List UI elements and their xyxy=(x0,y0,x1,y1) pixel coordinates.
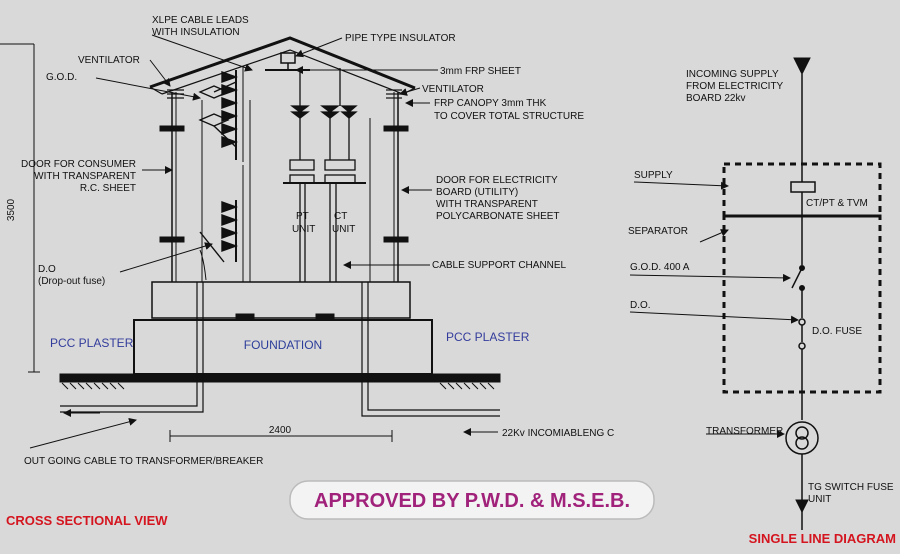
door-consumer-label: DOOR FOR CONSUMER xyxy=(21,159,136,170)
xlpe-label-2: WITH INSULATION xyxy=(152,27,240,38)
ct-pt-box xyxy=(790,181,816,193)
ct-unit-label: CT xyxy=(334,211,347,222)
pipe-insulator xyxy=(280,52,296,64)
height-dimension: 3500 xyxy=(6,198,17,221)
xlpe-label: XLPE CABLE LEADS xyxy=(152,15,249,26)
pt-unit-label-2: UNIT xyxy=(292,224,315,235)
ct-pt-tvm-label: CT/PT & TVM xyxy=(806,198,868,209)
sld-leaders xyxy=(629,181,799,438)
do-fuse-sld-label: D.O. FUSE xyxy=(812,326,862,337)
frp-canopy-label: FRP CANOPY 3mm THK xyxy=(434,98,547,109)
tg-switch-label: TG SWITCH FUSE xyxy=(808,482,894,493)
incoming-arrow xyxy=(793,57,811,76)
door-eb-label-4: POLYCARBONATE SHEET xyxy=(436,211,560,222)
incoming-supply-label-2: FROM ELECTRICITY xyxy=(686,81,784,92)
outgoing-arrow xyxy=(795,499,809,514)
do-label: D.O xyxy=(38,264,56,275)
cross-section-title: CROSS SECTIONAL VIEW xyxy=(6,513,168,528)
pt-ct-insulators xyxy=(283,68,366,282)
ground-hatching xyxy=(61,382,495,390)
outgoing-cable-label: OUT GOING CABLE TO TRANSFORMER/BREAKER xyxy=(24,456,263,467)
transformer-label: TRANSFORMER xyxy=(706,426,783,437)
tg-switch-label-2: UNIT xyxy=(808,494,831,505)
do-label-2: (Drop-out fuse) xyxy=(38,276,105,287)
ventilator-right-label: VENTILATOR xyxy=(422,84,484,95)
pipe-insulator-label: PIPE TYPE INSULATOR xyxy=(345,33,456,44)
kiosk-structure xyxy=(0,36,501,442)
single-line-diagram xyxy=(722,57,882,530)
incoming-supply-label: INCOMING SUPPLY xyxy=(686,69,779,80)
approved-badge xyxy=(289,480,655,520)
leader-lines xyxy=(29,34,498,449)
ct-unit-label-2: UNIT xyxy=(332,224,355,235)
do-sld-label: D.O. xyxy=(630,300,651,311)
incoming-cable-label: 22Kv INCOMIABLENG C xyxy=(502,428,614,439)
frp-sheet-label: 3mm FRP SHEET xyxy=(440,66,521,77)
god-400-label: G.O.D. 400 A xyxy=(630,262,690,273)
door-consumer-label-2: WITH TRANSPARENT xyxy=(34,171,136,182)
frp-canopy-label-2: TO COVER TOTAL STRUCTURE xyxy=(434,111,584,122)
approved-text: APPROVED BY P.W.D. & M.S.E.B. xyxy=(314,490,630,512)
cable-channel-label: CABLE SUPPORT CHANNEL xyxy=(432,260,567,271)
width-dimension: 2400 xyxy=(269,425,292,436)
god-label: G.O.D. xyxy=(46,72,77,83)
pt-unit-label: PT xyxy=(296,211,309,222)
ventilator-left-label: VENTILATOR xyxy=(78,55,140,66)
do-fuse-assembly xyxy=(199,200,239,281)
incoming-supply-label-3: BOARD 22kv xyxy=(686,93,745,104)
single-line-title: SINGLE LINE DIAGRAM xyxy=(749,531,896,546)
pcc-plaster-left: PCC PLASTER xyxy=(50,336,134,350)
door-consumer-label-3: R.C. SHEET xyxy=(80,183,136,194)
ground-slab xyxy=(59,373,501,383)
separator-label: SEPARATOR xyxy=(628,226,688,237)
supply-label: SUPPLY xyxy=(634,170,673,181)
pcc-plaster-right: PCC PLASTER xyxy=(446,330,530,344)
god-switch xyxy=(198,66,251,282)
foundation-label: FOUNDATION xyxy=(244,338,322,352)
door-eb-label-3: WITH TRANSPARENT xyxy=(436,199,538,210)
door-eb-label-2: BOARD (UTILITY) xyxy=(436,187,518,198)
roof xyxy=(149,36,416,90)
door-eb-label: DOOR FOR ELECTRICITY xyxy=(436,175,558,186)
plinth xyxy=(151,281,411,319)
